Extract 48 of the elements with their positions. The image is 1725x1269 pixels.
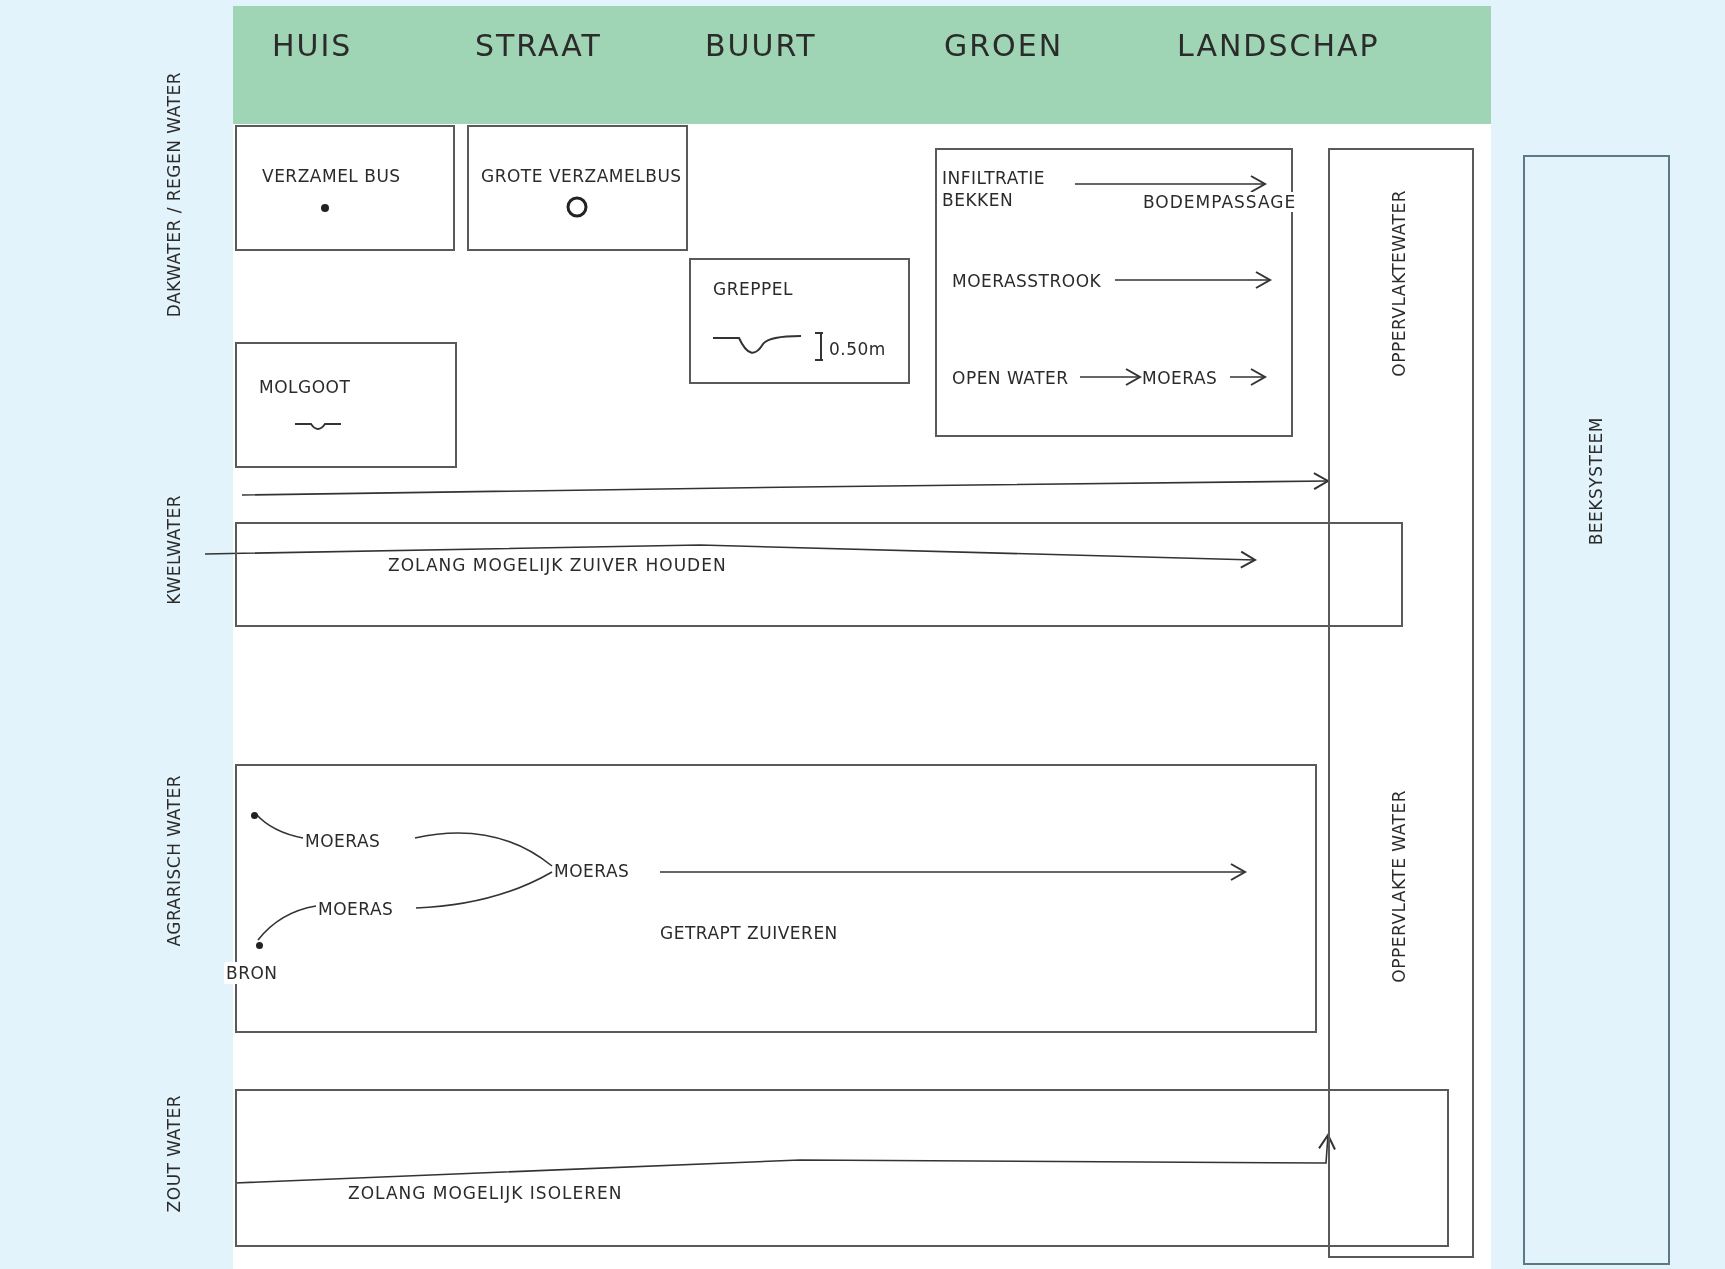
collection-box bbox=[235, 125, 455, 251]
arrow bbox=[1074, 175, 1266, 193]
row-box bbox=[235, 1089, 1449, 1247]
connector-line bbox=[415, 871, 553, 909]
row-box bbox=[235, 522, 1403, 627]
stream-system-column bbox=[1523, 155, 1670, 1265]
flow-text: INFILTRATIE BEKKEN bbox=[942, 167, 1077, 227]
row-label: DAKWATER / REGEN WATER bbox=[163, 72, 185, 318]
flow-text: MOERASSTROOK bbox=[952, 270, 1117, 294]
arrow bbox=[1079, 368, 1141, 386]
flow-text: MOERAS bbox=[318, 898, 418, 924]
arrow bbox=[659, 863, 1246, 881]
ditch-box bbox=[689, 258, 910, 384]
arrow bbox=[204, 544, 1256, 569]
box-label: VERZAMEL BUS bbox=[262, 165, 401, 188]
connector-line bbox=[255, 813, 304, 839]
flow-text: MOERAS bbox=[554, 860, 662, 886]
box-label: 0.50m bbox=[829, 338, 886, 361]
collection-box bbox=[467, 125, 688, 251]
surface-water-column bbox=[1328, 148, 1474, 1258]
flow-text: MOERAS bbox=[305, 830, 417, 856]
note-text: GETRAPT ZUIVEREN bbox=[660, 922, 838, 945]
column-heading: GROEN bbox=[944, 28, 1064, 63]
column-heading: HUIS bbox=[272, 28, 353, 63]
column-heading: LANDSCHAP bbox=[1177, 28, 1380, 63]
column-label: OPPERVLAKTE WATER bbox=[1388, 790, 1410, 983]
box-label: GREPPEL bbox=[713, 278, 793, 301]
arrow bbox=[241, 472, 1329, 496]
row-label: AGRARISCH WATER bbox=[163, 775, 185, 947]
column-heading: BUURT bbox=[705, 28, 817, 63]
flow-text: OPEN WATER bbox=[952, 367, 1082, 391]
gutter-box bbox=[235, 342, 457, 468]
connector-line bbox=[257, 905, 317, 941]
box-label: GROTE VERZAMELBUS bbox=[481, 165, 682, 188]
row-label: ZOUT WATER bbox=[163, 1095, 185, 1213]
box-label: MOLGOOT bbox=[259, 376, 351, 399]
column-label: OPPERVLAKTEWATER bbox=[1388, 190, 1410, 377]
dot bbox=[256, 942, 263, 949]
measures-box bbox=[935, 148, 1293, 437]
flow-text: MOERAS bbox=[1142, 367, 1232, 391]
column-heading: STRAAT bbox=[475, 28, 602, 63]
connector-line bbox=[414, 832, 553, 867]
dot bbox=[251, 812, 258, 819]
arrow bbox=[1114, 271, 1271, 289]
arrow bbox=[1229, 368, 1266, 386]
column-label: BEEKSYSTEEM bbox=[1585, 417, 1607, 546]
row-label: KWELWATER bbox=[163, 495, 185, 605]
arrow bbox=[234, 1134, 1336, 1184]
